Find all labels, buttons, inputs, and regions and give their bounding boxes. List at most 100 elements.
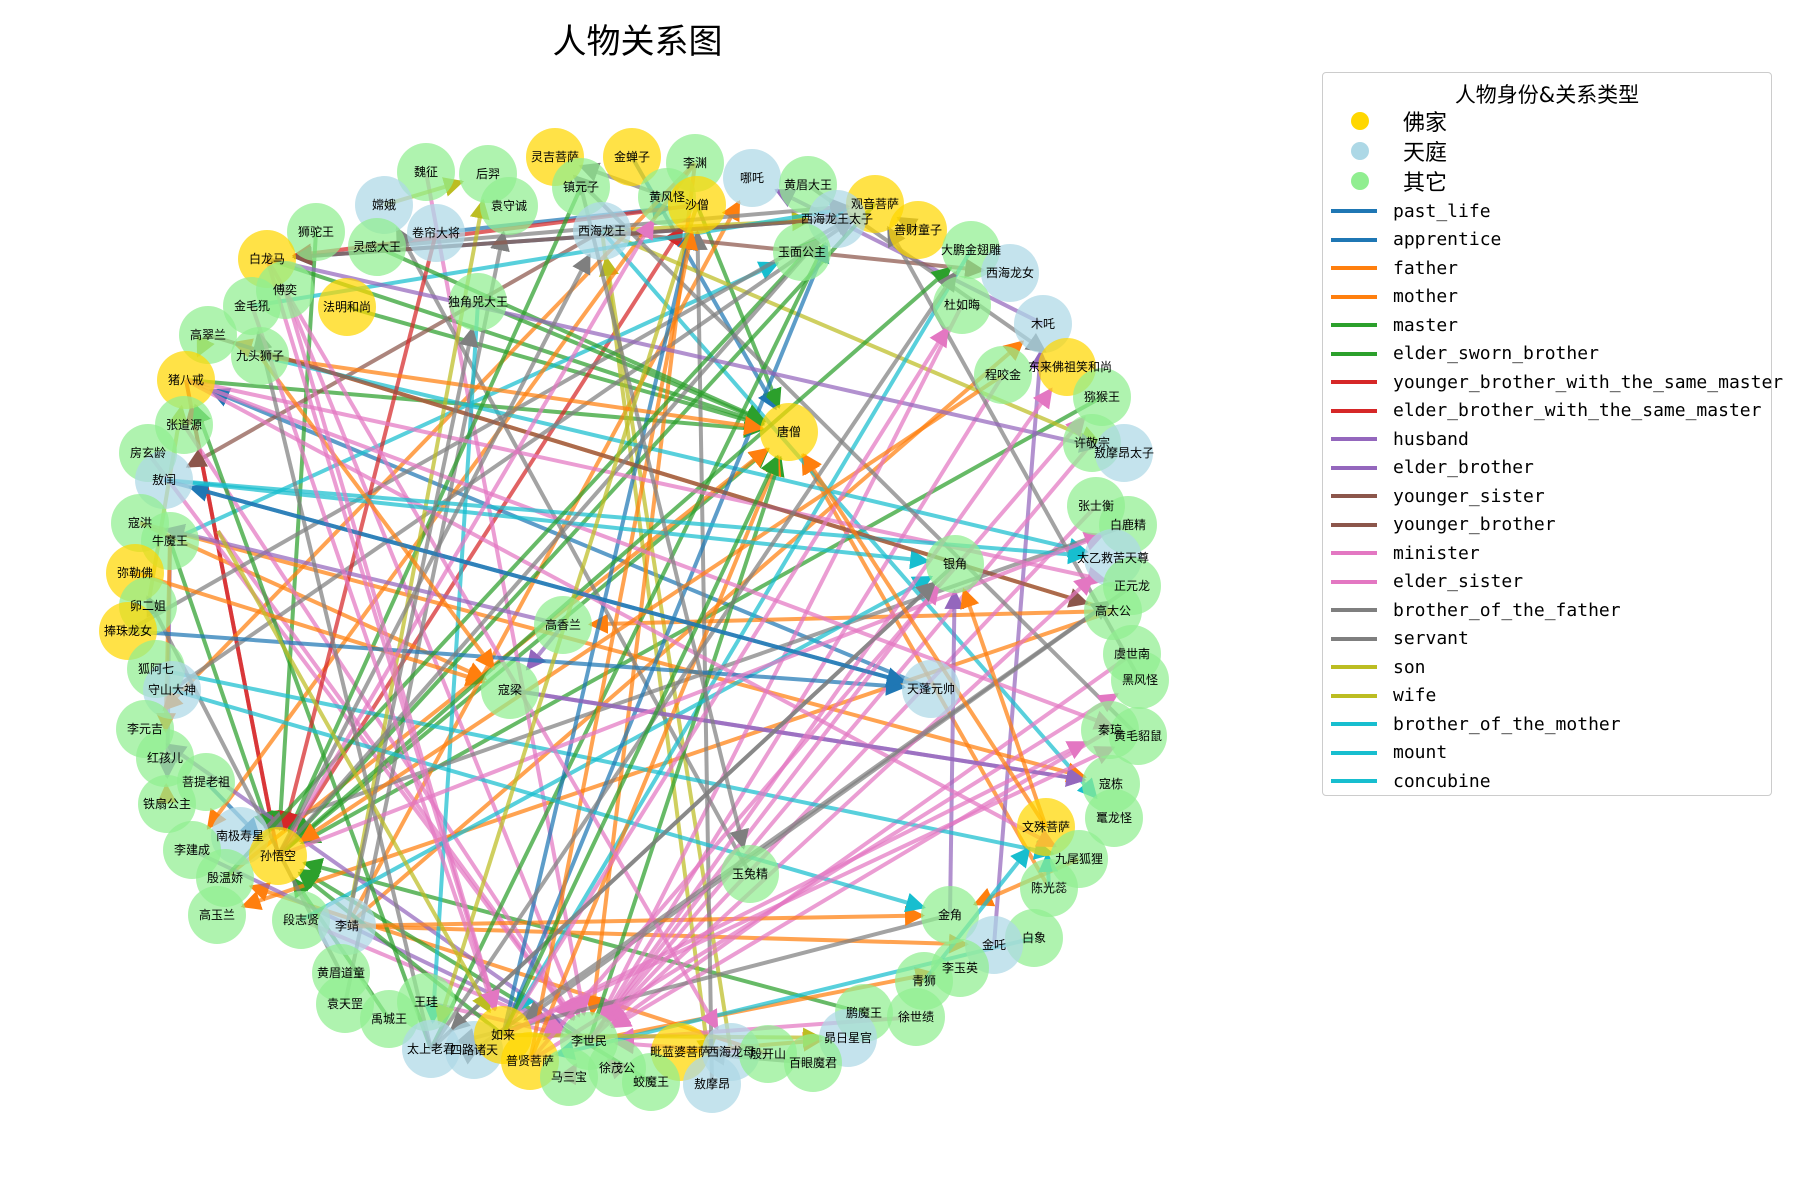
legend-edge-type: brother_of_the_father: [1323, 596, 1621, 624]
edge-husband: [509, 688, 1087, 787]
node-other: [933, 276, 991, 334]
legend-edge-type: younger_brother: [1323, 511, 1556, 539]
node-buddhist: [157, 351, 215, 409]
edge-minister: [182, 423, 576, 1021]
edge-servant: [429, 270, 958, 1051]
node-label: 殷温娇: [207, 871, 243, 885]
edge-elder_sister: [265, 257, 720, 1031]
edge-father: [588, 966, 936, 1043]
edge-elder_brother: [191, 848, 567, 1032]
node-other: [540, 1048, 598, 1106]
node-other: [348, 218, 406, 276]
node-label: 卵二姐: [130, 599, 166, 613]
legend-edge-label: brother_of_the_mother: [1393, 713, 1621, 735]
node-other: [1109, 707, 1167, 765]
legend-node-type: 佛家: [1323, 107, 1447, 136]
node-label: 银角: [943, 557, 967, 571]
edge-apprentice: [501, 229, 697, 1036]
node-label: 高香兰: [545, 617, 581, 632]
node-label: 徐世绩: [898, 1009, 934, 1024]
node-label: 西海龙母: [707, 1044, 755, 1059]
legend-edge-label: minister: [1393, 542, 1480, 564]
node-label: 禹城王: [371, 1012, 407, 1026]
edge-servant: [252, 330, 433, 1050]
node-other: [188, 886, 246, 944]
node-label: 正元龙: [1114, 579, 1150, 593]
edge-minister: [604, 441, 1094, 1022]
node-heaven: [981, 244, 1039, 302]
node-label: 敖摩昂太子: [1094, 445, 1154, 460]
node-label: 镇元子: [563, 180, 599, 194]
node-label: 程咬金: [985, 367, 1021, 382]
node-label: 东来佛祖笑和尚: [1028, 359, 1112, 374]
edge-father: [528, 455, 782, 1062]
legend-line-icon: [1331, 608, 1377, 612]
node-heaven: [902, 660, 960, 718]
node-label: 许敬宗: [1074, 435, 1110, 450]
legend-edge-type: concubine: [1323, 767, 1491, 795]
labels-layer: 魏征后羿灵吉菩萨金蝉子李渊嫦娥袁守诚镇元子黄风怪哪吒黄眉大王卷帘大将狮驼王沙僧西…: [104, 149, 1162, 1091]
legend-edge-label: elder_brother: [1393, 457, 1534, 478]
legend-edge-label: wife: [1393, 685, 1437, 706]
legend-edge-type: servant: [1323, 625, 1469, 653]
node-other: [534, 596, 592, 654]
edge-servant: [170, 217, 855, 692]
node-label: 魏征: [414, 164, 438, 179]
node-label: 寇洪: [128, 515, 152, 530]
node-other: [231, 327, 289, 385]
legend-node-type: 天庭: [1323, 137, 1447, 166]
legend-line-icon: [1331, 437, 1377, 441]
node-other: [397, 143, 455, 201]
node-other: [784, 1034, 842, 1092]
node-label: 金吒: [982, 937, 1006, 952]
node-label: 金蝉子: [614, 149, 650, 164]
legend-line-icon: [1331, 465, 1377, 470]
node-other: [272, 891, 330, 949]
node-label: 张道源: [166, 418, 202, 432]
edge-servant: [429, 580, 937, 1051]
legend-edge-label: brother_of_the_father: [1393, 599, 1621, 621]
edge-master: [477, 300, 766, 424]
legend-line-icon: [1331, 351, 1377, 356]
node-buddhist: [318, 278, 376, 336]
legend-edge-type: elder_sister: [1323, 568, 1523, 596]
node-label: 黄风怪: [649, 190, 685, 204]
edge-servant: [345, 326, 479, 927]
node-label: 大鹏金翅雕: [941, 242, 1001, 257]
node-label: 卷帘大将: [412, 225, 460, 240]
node-label: 白象: [1022, 930, 1046, 945]
legend-title: 人物身份&关系类型: [1454, 83, 1640, 107]
node-heaven: [318, 897, 376, 955]
edge-father: [960, 587, 1048, 828]
legend-line-icon: [1331, 722, 1377, 726]
node-label: 傅奕: [273, 282, 297, 297]
legend-edge-type: apprentice: [1323, 226, 1501, 254]
legend-edge-type: father: [1323, 254, 1458, 282]
edge-father: [298, 373, 1005, 843]
node-label: 如来: [491, 1027, 515, 1042]
node-heaven: [407, 204, 465, 262]
node-other: [739, 1025, 797, 1083]
edge-son: [216, 530, 492, 1014]
node-label: 西海龙女: [986, 265, 1034, 280]
edge-minister: [587, 387, 1054, 1043]
node-label: 文殊菩萨: [1022, 819, 1070, 834]
edge-master: [695, 204, 782, 409]
legend-node-label: 其它: [1403, 171, 1448, 196]
node-heaven: [1095, 424, 1153, 482]
node-label: 四路诸天: [450, 1042, 498, 1057]
node-label: 南极寿星: [216, 828, 264, 843]
edge-minister: [587, 574, 1095, 1043]
legend-edge-type: minister: [1323, 539, 1480, 567]
edge-brother_of_the_mother: [515, 248, 973, 1014]
node-label: 黄毛貂鼠: [1114, 729, 1162, 743]
legend-dot-icon: [1351, 142, 1369, 160]
legend-edge-label: younger_brother: [1393, 514, 1556, 535]
legend-dot-icon: [1351, 112, 1369, 130]
node-label: 白龙马: [249, 251, 285, 266]
node-label: 金毛犼: [234, 298, 270, 313]
legend-line-icon: [1331, 579, 1377, 584]
node-label: 虞世南: [1114, 646, 1150, 661]
node-other: [921, 886, 979, 944]
